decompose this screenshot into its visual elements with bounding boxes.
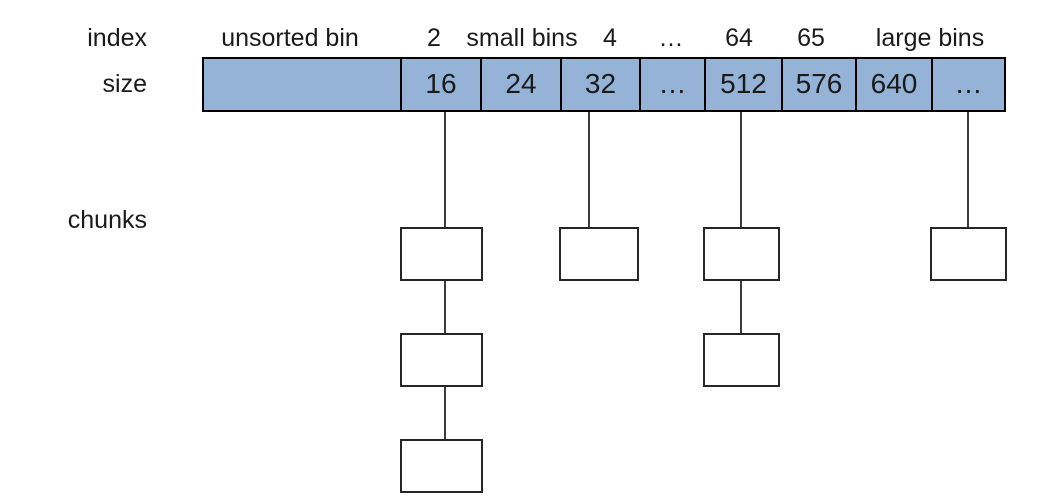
size-bar: 16 24 32 … 512 576 640 … bbox=[202, 57, 1006, 112]
connector-line bbox=[444, 281, 446, 333]
index-label-small-bins: small bins bbox=[466, 24, 578, 52]
index-row-label: index bbox=[87, 24, 147, 52]
index-label-large-bins: large bins bbox=[875, 24, 985, 52]
bin-cell-24: 24 bbox=[482, 59, 562, 110]
chunks-row-label: chunks bbox=[67, 206, 147, 234]
bin-cell-640: 640 bbox=[857, 59, 933, 110]
bin-cell-unsorted bbox=[204, 59, 402, 110]
connector-line bbox=[740, 281, 742, 333]
chunk-box bbox=[400, 227, 483, 281]
bin-cell-ellipsis-large: … bbox=[933, 59, 1004, 110]
connector-line bbox=[588, 112, 590, 227]
chunk-box bbox=[703, 333, 780, 387]
bin-cell-16: 16 bbox=[402, 59, 482, 110]
index-label-2: 2 bbox=[427, 24, 441, 52]
chunk-box bbox=[400, 439, 483, 493]
bin-cell-576: 576 bbox=[783, 59, 857, 110]
index-label-ellipsis: … bbox=[658, 24, 684, 52]
connector-line bbox=[967, 112, 969, 227]
chunk-box bbox=[703, 227, 780, 281]
chunk-box bbox=[930, 227, 1007, 281]
connector-line bbox=[444, 112, 446, 227]
bin-cell-ellipsis-small: … bbox=[641, 59, 706, 110]
chunk-box bbox=[400, 333, 483, 387]
connector-line bbox=[444, 387, 446, 439]
size-row-label: size bbox=[102, 70, 147, 98]
index-label-4: 4 bbox=[603, 24, 617, 52]
index-label-64: 64 bbox=[725, 24, 753, 52]
bin-cell-512: 512 bbox=[706, 59, 783, 110]
chunk-box bbox=[559, 227, 639, 281]
connector-line bbox=[740, 112, 742, 227]
bin-cell-32: 32 bbox=[562, 59, 641, 110]
index-label-65: 65 bbox=[797, 24, 825, 52]
index-label-unsorted-bin: unsorted bin bbox=[221, 24, 359, 52]
